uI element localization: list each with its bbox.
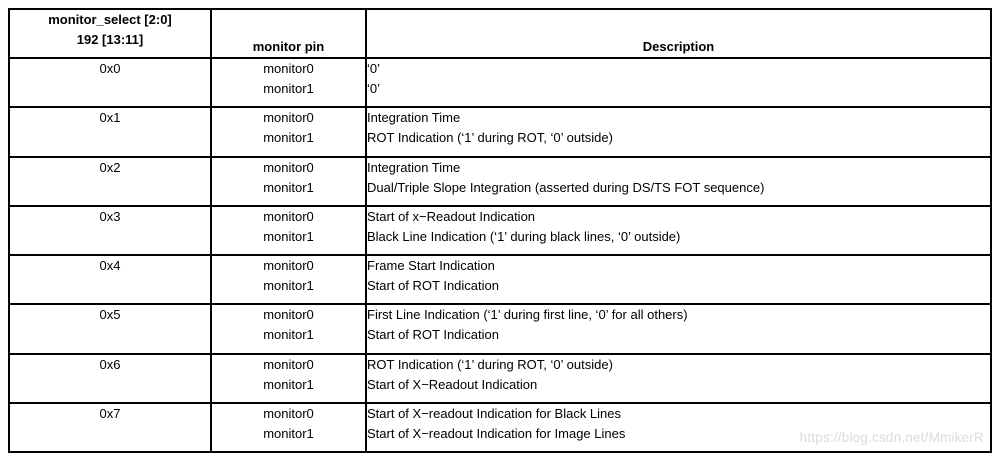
description-line-0: First Line Indication (‘1’ during first … bbox=[367, 307, 688, 323]
description-cell: ‘0’ ‘0’ bbox=[365, 56, 992, 109]
monitor-pin-1-label: monitor1 bbox=[263, 376, 314, 392]
monitor-select-value: 0x7 bbox=[8, 401, 212, 454]
description-line-0: Start of x−Readout Indication bbox=[367, 208, 536, 224]
monitor-select-value: 0x1 bbox=[8, 106, 212, 158]
header-monitor-select-line1: monitor_select [2:0] bbox=[48, 12, 172, 27]
description-line-1: Start of ROT Indication bbox=[367, 327, 499, 343]
header-monitor-pin: monitor pin bbox=[210, 8, 367, 59]
description-line-1: Dual/Triple Slope Integration (asserted … bbox=[367, 179, 765, 195]
table-row: 0x3 monitor0 monitor1 Start of x−Readout… bbox=[8, 204, 992, 257]
table-row: 0x1 monitor0 monitor1 Integration Time R… bbox=[8, 106, 992, 158]
monitor-pin-cell: monitor0 monitor1 bbox=[210, 106, 367, 158]
monitor-pin-1-label: monitor1 bbox=[263, 327, 314, 343]
description-line-0: Integration Time bbox=[367, 159, 461, 175]
description-line-1: ‘0’ bbox=[367, 81, 381, 96]
table-row: 0x6 monitor0 monitor1 ROT Indication (‘1… bbox=[8, 352, 992, 404]
table-row: 0x0 monitor0 monitor1 ‘0’ ‘0’ bbox=[8, 56, 992, 109]
monitor-select-value: 0x5 bbox=[8, 303, 212, 355]
monitor-pin-cell: monitor0 monitor1 bbox=[210, 56, 367, 109]
monitor-select-value: 0x3 bbox=[8, 204, 212, 257]
monitor-select-table: monitor_select [2:0] 192 [13:11] monitor… bbox=[8, 8, 992, 454]
monitor-pin-cell: monitor0 monitor1 bbox=[210, 155, 367, 207]
monitor-pin-0-label: monitor0 bbox=[263, 110, 314, 126]
monitor-pin-cell: monitor0 monitor1 bbox=[210, 401, 367, 454]
monitor-pin-1-label: monitor1 bbox=[263, 130, 314, 146]
monitor-pin-1-label: monitor1 bbox=[263, 179, 314, 195]
description-cell: Integration Time ROT Indication (‘1’ dur… bbox=[365, 106, 992, 158]
monitor-pin-0-label: monitor0 bbox=[263, 405, 314, 421]
description-cell: First Line Indication (‘1’ during first … bbox=[365, 303, 992, 355]
monitor-pin-1-label: monitor1 bbox=[263, 228, 314, 244]
monitor-select-value: 0x4 bbox=[8, 253, 212, 306]
description-line-0: ‘0’ bbox=[367, 61, 381, 76]
description-cell: Start of X−readout Indication for Black … bbox=[365, 401, 992, 454]
description-cell: ROT Indication (‘1’ during ROT, ‘0’ outs… bbox=[365, 352, 992, 404]
description-line-1: Start of X−Readout Indication bbox=[367, 376, 538, 392]
monitor-pin-cell: monitor0 monitor1 bbox=[210, 303, 367, 355]
header-monitor-select-line2: 192 [13:11] bbox=[76, 32, 144, 47]
monitor-pin-cell: monitor0 monitor1 bbox=[210, 204, 367, 257]
description-line-0: Start of X−readout Indication for Black … bbox=[367, 405, 622, 421]
description-line-0: Integration Time bbox=[367, 110, 461, 126]
description-line-1: Start of X−readout Indication for Image … bbox=[367, 425, 626, 441]
monitor-pin-cell: monitor0 monitor1 bbox=[210, 352, 367, 404]
description-line-1: ROT Indication (‘1’ during ROT, ‘0’ outs… bbox=[367, 130, 613, 146]
monitor-select-value: 0x2 bbox=[8, 155, 212, 207]
table-row: 0x7 monitor0 monitor1 Start of X−readout… bbox=[8, 401, 992, 454]
monitor-select-value: 0x6 bbox=[8, 352, 212, 404]
monitor-pin-1-label: monitor1 bbox=[263, 278, 314, 293]
monitor-pin-0-label: monitor0 bbox=[263, 159, 314, 175]
monitor-pin-1-label: monitor1 bbox=[263, 425, 314, 441]
monitor-pin-0-label: monitor0 bbox=[263, 258, 314, 273]
header-monitor-select: monitor_select [2:0] 192 [13:11] bbox=[8, 8, 212, 59]
header-description: Description bbox=[365, 8, 992, 59]
table-row: 0x5 monitor0 monitor1 First Line Indicat… bbox=[8, 303, 992, 355]
monitor-pin-1-label: monitor1 bbox=[263, 81, 314, 96]
table-row: 0x2 monitor0 monitor1 Integration Time D… bbox=[8, 155, 992, 207]
monitor-pin-0-label: monitor0 bbox=[263, 356, 314, 372]
description-line-1: Black Line Indication (‘1’ during black … bbox=[367, 228, 681, 244]
monitor-pin-0-label: monitor0 bbox=[263, 208, 314, 224]
monitor-pin-0-label: monitor0 bbox=[263, 61, 314, 76]
header-monitor-pin-label: monitor pin bbox=[252, 39, 325, 54]
monitor-select-value: 0x0 bbox=[8, 56, 212, 109]
description-cell: Start of x−Readout Indication Black Line… bbox=[365, 204, 992, 257]
header-description-label: Description bbox=[642, 39, 715, 54]
table-header-row: monitor_select [2:0] 192 [13:11] monitor… bbox=[8, 8, 992, 59]
description-cell: Frame Start Indication Start of ROT Indi… bbox=[365, 253, 992, 306]
monitor-pin-0-label: monitor0 bbox=[263, 307, 314, 323]
monitor-pin-cell: monitor0 monitor1 bbox=[210, 253, 367, 306]
table-row: 0x4 monitor0 monitor1 Frame Start Indica… bbox=[8, 253, 992, 306]
description-line-1: Start of ROT Indication bbox=[367, 278, 499, 293]
description-cell: Integration Time Dual/Triple Slope Integ… bbox=[365, 155, 992, 207]
description-line-0: ROT Indication (‘1’ during ROT, ‘0’ outs… bbox=[367, 356, 613, 372]
description-line-0: Frame Start Indication bbox=[367, 258, 495, 273]
